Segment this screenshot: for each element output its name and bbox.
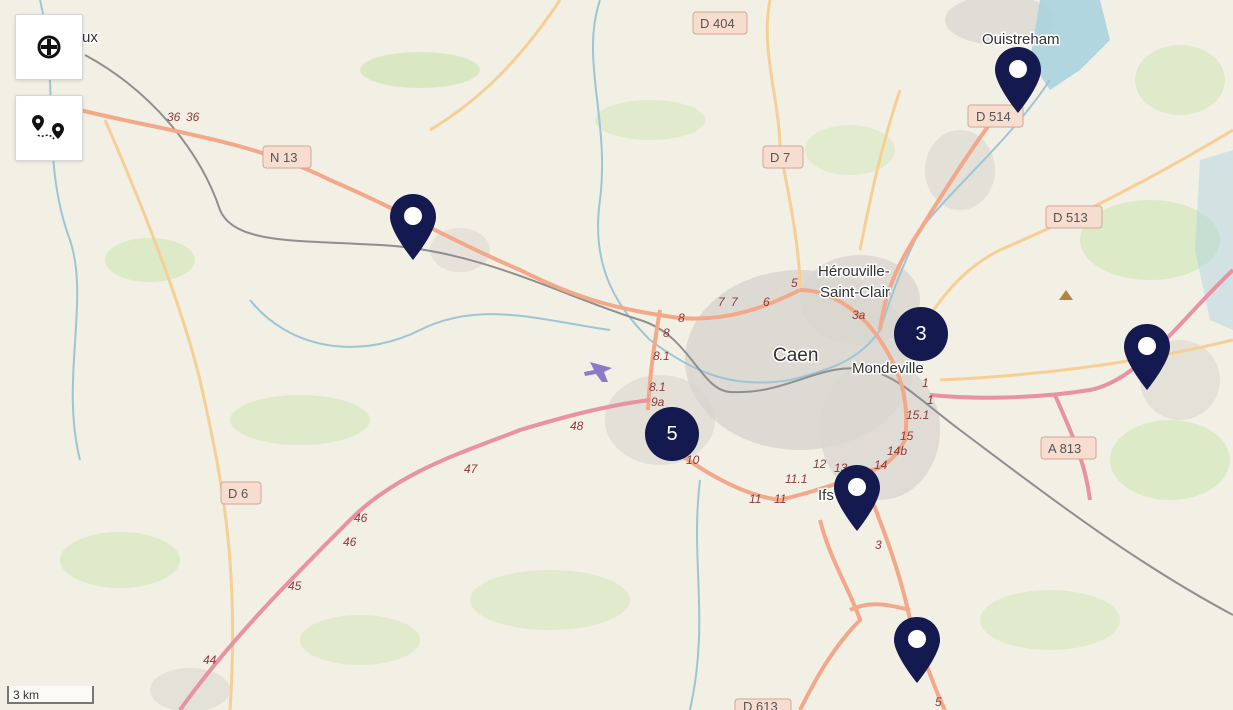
junction-label: 5 <box>935 695 942 709</box>
road-shield: D 513 <box>1045 205 1103 229</box>
svg-text:A 813: A 813 <box>1048 441 1081 456</box>
road-shields: D 404 D 514 N 13 D 7 D 513 D 6 <box>220 11 1103 710</box>
crosshair-icon <box>37 35 61 59</box>
junction-label: 15 <box>900 429 914 443</box>
map-marker-icon[interactable] <box>388 192 438 262</box>
route-button[interactable] <box>15 95 83 161</box>
svg-text:D 613: D 613 <box>743 699 778 710</box>
junction-label: 14 <box>874 458 888 472</box>
junction-label: 9a <box>651 395 665 409</box>
junction-label: 7 <box>731 295 739 309</box>
place-label: Saint-Clair <box>820 284 890 301</box>
locate-button[interactable] <box>15 14 83 80</box>
road-shield: N 13 <box>262 145 312 169</box>
junction-label: 46 <box>354 511 368 525</box>
junction-label: 1 <box>922 376 929 390</box>
junction-label: 11 <box>749 492 761 506</box>
junction-label: 10 <box>686 453 700 467</box>
scale-bar: 3 km <box>7 686 94 704</box>
junction-label: 6 <box>763 295 770 309</box>
place-label: Mondeville <box>852 360 924 377</box>
road-shield: D 613 <box>734 698 792 710</box>
svg-text:D 514: D 514 <box>976 109 1011 124</box>
trunk-roads <box>79 108 1002 710</box>
junction-label: 47 <box>464 462 479 476</box>
svg-text:D 404: D 404 <box>700 16 735 31</box>
map-marker-icon[interactable] <box>892 615 942 685</box>
airport-icon <box>584 362 612 382</box>
junction-label: 8 <box>678 311 685 325</box>
junction-label: 36 <box>186 110 200 124</box>
junction-label: 36 <box>167 110 181 124</box>
junction-label: 1 <box>927 393 934 407</box>
scale-label: 3 km <box>13 688 40 702</box>
svg-text:D 513: D 513 <box>1053 210 1088 225</box>
svg-text:D 6: D 6 <box>228 486 248 501</box>
road-shield: D 7 <box>762 145 804 169</box>
place-label: Caen <box>773 345 818 366</box>
map-marker-icon[interactable] <box>1122 322 1172 392</box>
junction-label: 12 <box>813 457 827 471</box>
junction-label: 48 <box>570 419 584 433</box>
urban-areas <box>150 0 1220 710</box>
junction-label: 45 <box>288 579 302 593</box>
junction-label: 3a <box>852 308 866 322</box>
green-areas <box>60 45 1230 665</box>
marker-cluster[interactable]: 3 <box>894 307 948 361</box>
road-shield: D 404 <box>692 11 748 35</box>
map-marker-icon[interactable] <box>832 463 882 533</box>
railways <box>84 54 1233 616</box>
cluster-count: 3 <box>915 322 927 345</box>
junction-labels: 36 36 8 8 7 7 6 5 3a 8.1 8.1 9a 48 47 46… <box>167 110 1157 709</box>
place-labels: Ouistreham Hérouville- Saint-Clair Caen … <box>81 28 1062 506</box>
place-label: Ifs <box>818 487 834 504</box>
svg-text:D 7: D 7 <box>770 150 790 165</box>
place-label: Ouistreham <box>982 31 1060 48</box>
place-label: ux <box>82 29 98 46</box>
junction-label: 3 <box>875 538 882 552</box>
marker-cluster[interactable]: 5 <box>645 407 699 461</box>
junction-label: 11 <box>774 492 786 506</box>
road-shield: A 813 <box>1040 436 1097 460</box>
junction-label: 7 <box>718 295 726 309</box>
junction-label: 8 <box>663 326 670 340</box>
junction-label: 14b <box>887 444 907 458</box>
road-shield: D 514 <box>967 104 1024 128</box>
junction-label: 11.1 <box>785 472 807 486</box>
junction-label: 44 <box>203 653 217 667</box>
junction-label: 5 <box>791 276 798 290</box>
route-icon <box>32 115 64 140</box>
cluster-count: 5 <box>666 422 678 445</box>
junction-label: 46 <box>343 535 357 549</box>
secondary-roads <box>103 0 1233 710</box>
water-bodies <box>1030 0 1233 330</box>
junction-label: 8.1 <box>649 380 666 394</box>
junction-label: 8.1 <box>653 349 670 363</box>
map-marker-icon[interactable] <box>993 45 1043 115</box>
svg-text:N 13: N 13 <box>270 150 297 165</box>
place-label: Hérouville- <box>818 263 890 280</box>
junction-label: 15.1 <box>906 408 929 422</box>
peak-icon <box>1059 290 1073 300</box>
road-shield: D 6 <box>220 481 262 505</box>
